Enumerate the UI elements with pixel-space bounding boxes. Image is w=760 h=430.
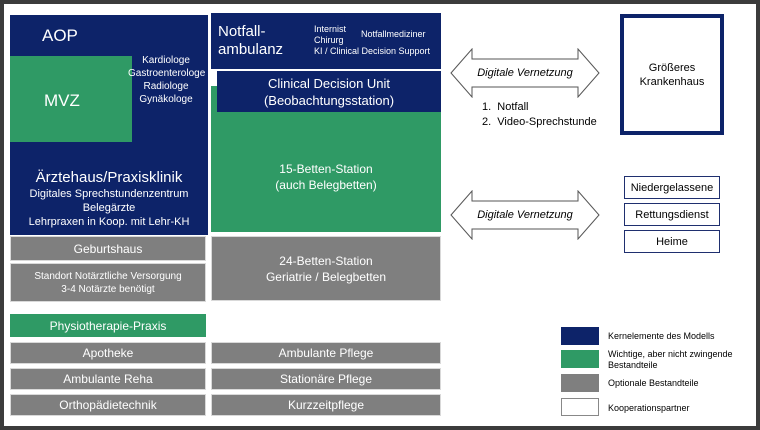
specialist-item: Kardiologe bbox=[142, 55, 190, 66]
orthopaedie-box: Orthopädietechnik bbox=[10, 394, 206, 416]
legend-text-core: Kernelemente des Modells bbox=[608, 331, 715, 341]
partner-heime: Heime bbox=[624, 230, 720, 253]
aerztehaus-title: Ärztehaus/Praxisklinik bbox=[35, 169, 183, 186]
legend-text-partner: Kooperationspartner bbox=[608, 403, 690, 413]
specialist-item: Gastroenterologe bbox=[128, 68, 206, 79]
arrow-bottom-label: Digitale Vernetzung bbox=[477, 209, 573, 221]
stat-pflege-box: Stationäre Pflege bbox=[211, 368, 441, 390]
aerztehaus-line: Lehrpraxen in Koop. mit Lehr-KH bbox=[28, 216, 190, 228]
aerztehaus-line: Belegärzte bbox=[82, 202, 136, 214]
aerztehaus-text: Ärztehaus/Praxisklinik Digitales Sprechs… bbox=[10, 168, 208, 229]
mvz-label: MVZ bbox=[44, 91, 80, 110]
geburtshaus-box: Geburtshaus bbox=[10, 236, 206, 261]
mvz-block bbox=[10, 56, 132, 142]
specialists-list: Kardiologe Gastroenterologe Radiologe Gy… bbox=[128, 54, 206, 106]
notfall-line2: ambulanz bbox=[218, 41, 284, 58]
slide: AOP MVZ Kardiologe Gastroenterologe Radi… bbox=[4, 4, 756, 426]
network-list: 1. Notfall 2. Video-Sprechstunde bbox=[482, 100, 597, 130]
hospital-line1: Größeres bbox=[648, 61, 696, 74]
station15-label: 15-Betten-Station (auch Belegbetten) bbox=[211, 161, 441, 193]
stat-pflege-label: Stationäre Pflege bbox=[279, 372, 373, 386]
arrow-top-label: Digitale Vernetzung bbox=[477, 67, 573, 79]
reha-box: Ambulante Reha bbox=[10, 368, 206, 390]
digital-network-arrow-top: Digitale Vernetzung bbox=[450, 48, 600, 98]
legend-swatch-important bbox=[561, 350, 599, 368]
notarzt-box: Standort Notärztliche Versorgung 3-4 Not… bbox=[10, 263, 206, 302]
role-item: Chirurg bbox=[314, 35, 344, 45]
network-list-item: 2. Video-Sprechstunde bbox=[482, 116, 597, 128]
partner-label: Heime bbox=[656, 235, 688, 248]
legend-text-optional: Optionale Bestandteile bbox=[608, 378, 699, 388]
reha-label: Ambulante Reha bbox=[63, 372, 153, 386]
double-arrow-icon bbox=[450, 48, 600, 98]
station24-box: 24-Betten-Station Geriatrie / Belegbette… bbox=[211, 236, 441, 301]
hospital-box: Größeres Krankenhaus bbox=[620, 14, 724, 135]
notfall-line1: Notfall- bbox=[218, 23, 266, 40]
double-arrow-icon bbox=[450, 190, 600, 240]
role-item: KI / Clinical Decision Support bbox=[314, 46, 431, 56]
physio-box: Physiotherapie-Praxis bbox=[10, 314, 206, 337]
digital-network-arrow-bottom: Digitale Vernetzung bbox=[450, 190, 600, 240]
legend-swatch-core bbox=[561, 327, 599, 345]
legend-swatch-partner bbox=[561, 398, 599, 416]
amb-pflege-box: Ambulante Pflege bbox=[211, 342, 441, 364]
role-item: Internist bbox=[314, 24, 347, 34]
kurzzeit-box: Kurzzeitpflege bbox=[211, 394, 441, 416]
notarzt-line2: 3-4 Notärzte benötigt bbox=[61, 283, 155, 295]
kurzzeit-label: Kurzzeitpflege bbox=[287, 398, 365, 412]
notfallambulanz-box bbox=[211, 13, 441, 69]
station24-line1: 24-Betten-Station bbox=[279, 253, 373, 268]
partner-niedergelassene: Niedergelassene bbox=[624, 176, 720, 199]
station15-line2: (auch Belegbetten) bbox=[275, 178, 377, 192]
cdu-box: Clinical Decision Unit (Beobachtungsstat… bbox=[217, 71, 441, 112]
legend-text-important: Wichtige, aber nicht zwingende Bestandte… bbox=[608, 349, 733, 370]
amb-pflege-label: Ambulante Pflege bbox=[278, 346, 374, 360]
cdu-line1: Clinical Decision Unit bbox=[267, 75, 391, 91]
network-list-item: 1. Notfall bbox=[482, 101, 529, 113]
station24-line2: Geriatrie / Belegbetten bbox=[265, 269, 387, 284]
partner-rettungsdienst: Rettungsdienst bbox=[624, 203, 720, 226]
legend-swatch-optional bbox=[561, 374, 599, 392]
partner-label: Rettungsdienst bbox=[635, 208, 709, 221]
apotheke-label: Apotheke bbox=[82, 346, 134, 360]
aop-label: AOP bbox=[42, 26, 78, 45]
specialist-item: Radiologe bbox=[143, 81, 189, 92]
partner-label: Niedergelassene bbox=[630, 181, 714, 194]
specialist-item: Gynäkologe bbox=[139, 94, 193, 105]
notfall-roles: Internist Chirurg KI / Clinical Decision… bbox=[314, 24, 430, 57]
station15-line1: 15-Betten-Station bbox=[279, 162, 373, 176]
physio-label: Physiotherapie-Praxis bbox=[49, 318, 167, 333]
aerztehaus-line: Digitales Sprechstundenzentrum bbox=[29, 188, 189, 200]
orthopaedie-label: Orthopädietechnik bbox=[59, 398, 157, 412]
notfallambulanz-title: Notfall- ambulanz bbox=[218, 23, 283, 59]
hospital-line2: Krankenhaus bbox=[639, 75, 705, 88]
notarzt-line1: Standort Notärztliche Versorgung bbox=[34, 270, 182, 282]
apotheke-box: Apotheke bbox=[10, 342, 206, 364]
geburtshaus-label: Geburtshaus bbox=[73, 241, 143, 256]
cdu-line2: (Beobachtungsstation) bbox=[263, 92, 395, 108]
notfallmediziner-label: Notfallmediziner bbox=[361, 29, 426, 39]
